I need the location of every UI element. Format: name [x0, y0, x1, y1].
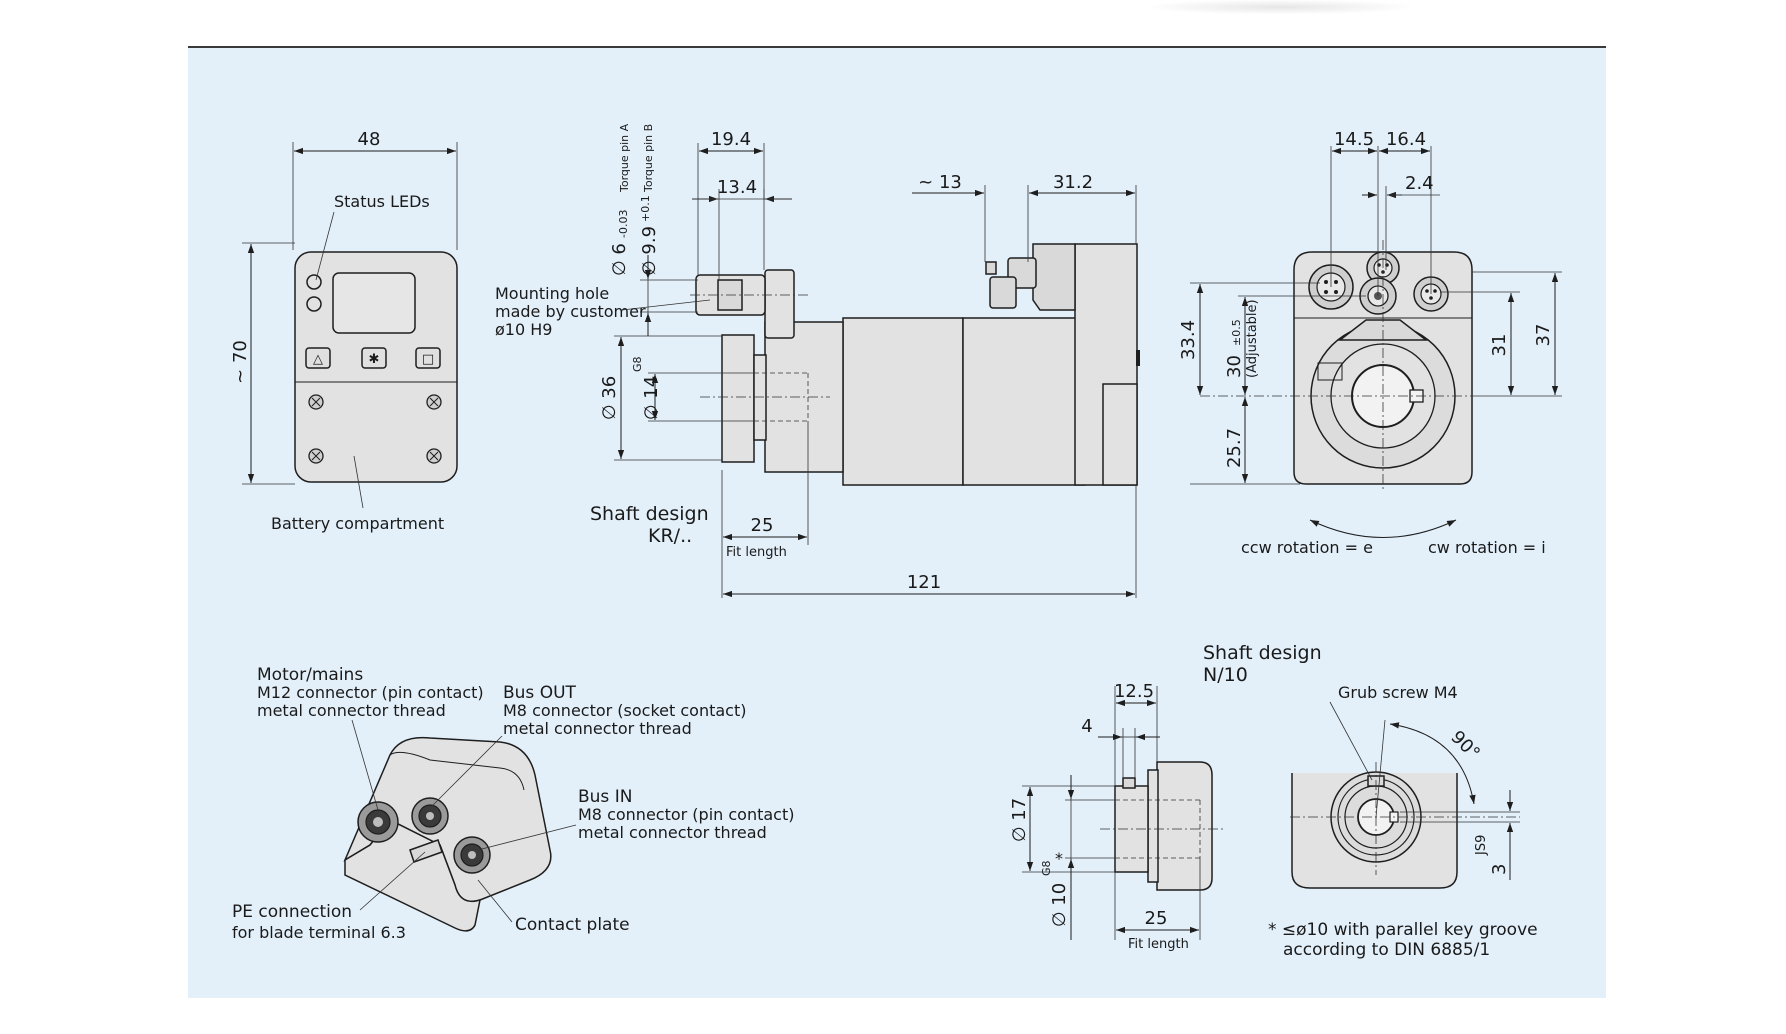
- star-icon: ✱: [369, 352, 380, 367]
- square-icon: □: [422, 352, 434, 367]
- status-led-icon: [306, 274, 322, 290]
- square-button: [415, 347, 441, 369]
- angle-arc-icon: [1389, 722, 1476, 805]
- dim-31: 31: [1489, 334, 1510, 357]
- dim-33-4: 33.4: [1178, 320, 1199, 360]
- dim-phi-14: ∅ 14: [641, 376, 662, 420]
- top-rule: [188, 46, 1606, 48]
- motor-mains-label: Motor/mains: [257, 665, 363, 685]
- up-arrow-icon: △: [313, 352, 323, 367]
- top-shadow: [1150, 0, 1410, 14]
- dim-2-4: 2.4: [1405, 173, 1434, 194]
- dim-30-tol: ±0.5: [1230, 319, 1243, 346]
- mounting-hole-label: Mounting hole: [495, 284, 609, 303]
- bus-out-desc-1: M8 connector (socket contact): [503, 701, 746, 720]
- status-led-icon: [306, 296, 322, 312]
- adjustable-label: (Adjustable): [1245, 299, 1260, 378]
- dim-phi-10: ∅ 10: [1049, 883, 1070, 927]
- shaft-n10-view: Shaft design N/10 12.5 4 ∅ 17 ∅ 10 G8 *: [1009, 642, 1538, 960]
- gearbox-housing: [842, 317, 964, 486]
- display-window: [332, 272, 416, 334]
- bus-in-desc-2: metal connector thread: [578, 823, 767, 842]
- star-button: [361, 347, 387, 369]
- height-dim-70: ~ 70: [230, 340, 251, 384]
- pe-connection-label: PE connection: [232, 902, 352, 922]
- cw-label: cw rotation = i: [1428, 538, 1546, 557]
- pe-connection-desc: for blade terminal 6.3: [232, 923, 406, 942]
- front-view: △ ✱ □ 48 ~ 70 Status LEDs Battery compar…: [230, 129, 458, 533]
- up-button: [305, 347, 331, 369]
- bus-out-connector-icon: [411, 797, 449, 835]
- dim-13-4: 13.4: [717, 177, 757, 198]
- bus-in-label: Bus IN: [578, 787, 632, 807]
- mounting-hole-size: ø10 H9: [495, 320, 552, 339]
- js9-label: JS9: [1474, 835, 1489, 856]
- fit-length-n10-label: Fit length: [1128, 937, 1189, 952]
- dim-31-2: 31.2: [1053, 172, 1093, 193]
- g8-label: G8: [631, 356, 644, 372]
- dim-phi-17: ∅ 17: [1009, 798, 1030, 842]
- torque-pin-b-label: Torque pin B: [642, 124, 655, 193]
- dim-13: ~ 13: [918, 172, 962, 193]
- dim-phi-9-9: ∅ 9.9: [639, 226, 660, 276]
- rotation-arc-icon: [1309, 519, 1457, 538]
- dim-121: 121: [907, 572, 941, 593]
- fit-length-label: Fit length: [726, 545, 787, 560]
- bus-out-desc-2: metal connector thread: [503, 719, 692, 738]
- shaft-design-kr-label: Shaft design: [590, 503, 709, 525]
- dim-12-5: 12.5: [1114, 681, 1154, 702]
- shaft-design-kr-code: KR/..: [648, 525, 692, 547]
- bus-out-label: Bus OUT: [503, 683, 577, 703]
- rear-view: 14.5 16.4 2.4 33.4 30 ±0.5 (Adjustable) …: [1178, 129, 1562, 557]
- footnote-line-2: according to DIN 6885/1: [1283, 940, 1490, 960]
- connector-view: Motor/mains M12 connector (pin contact) …: [232, 665, 795, 942]
- bus-in-desc-1: M8 connector (pin contact): [578, 805, 795, 824]
- dim-4: 4: [1081, 716, 1092, 737]
- dim-25: 25: [751, 515, 774, 536]
- motor-mains-desc-2: metal connector thread: [257, 701, 446, 720]
- angle-90-label: 90°: [1446, 727, 1483, 764]
- mounting-hole-label-2: made by customer: [495, 302, 646, 321]
- screw-icons: [308, 394, 442, 464]
- dim-14-5: 14.5: [1334, 129, 1374, 150]
- g8-label-n10: G8: [1040, 860, 1053, 876]
- dim-phi-6: ∅ 6: [609, 243, 630, 276]
- dim-16-4: 16.4: [1386, 129, 1426, 150]
- pe-blade-icon: [409, 839, 443, 863]
- ccw-label: ccw rotation = e: [1241, 538, 1373, 557]
- shaft-design-n10-code: N/10: [1203, 664, 1248, 686]
- dim-25-n10: 25: [1145, 908, 1168, 929]
- dim-phi-36: ∅ 36: [599, 376, 620, 420]
- footnote-line-1: * ≤ø10 with parallel key groove: [1268, 920, 1538, 940]
- contact-plate-label: Contact plate: [515, 915, 630, 935]
- side-view: 19.4 13.4 ~ 13 31.2 25 Fit length 121 ∅ …: [495, 123, 1140, 598]
- battery-label: Battery compartment: [271, 514, 444, 533]
- dim-37: 37: [1533, 324, 1554, 347]
- star-note-mark: *: [1055, 849, 1063, 868]
- dim-3: 3: [1489, 864, 1510, 875]
- shaft-design-n10-label: Shaft design: [1203, 642, 1322, 664]
- width-dim-48: 48: [358, 129, 381, 150]
- dim-30: 30: [1224, 355, 1245, 378]
- torque-pin-a-label: Torque pin A: [618, 123, 631, 193]
- front-buttons: △ ✱ □: [305, 347, 441, 369]
- grub-screw-label: Grub screw M4: [1338, 683, 1458, 702]
- motor-mains-desc-1: M12 connector (pin contact): [257, 683, 484, 702]
- m12-connector-icon: [357, 801, 399, 843]
- dim-19-4: 19.4: [711, 129, 751, 150]
- dim-25-7: 25.7: [1224, 428, 1245, 468]
- dim-phi-6-tol: -0.03: [617, 210, 630, 238]
- dim-phi-9-9-tol: +0.1: [639, 195, 652, 222]
- bus-in-connector-icon: [453, 836, 491, 874]
- status-leds-label: Status LEDs: [334, 192, 430, 211]
